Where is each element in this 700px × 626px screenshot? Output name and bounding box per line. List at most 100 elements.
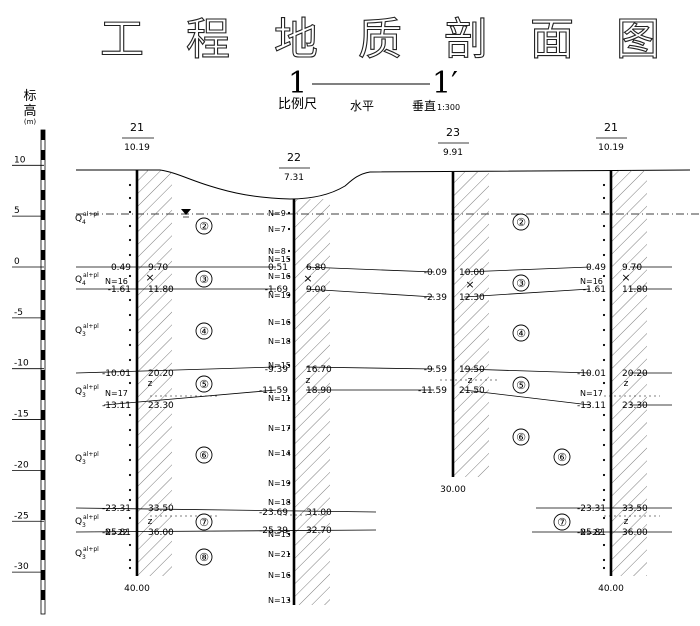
layer-depth: 23.30: [148, 401, 174, 411]
svg-text:Q: Q: [75, 214, 82, 224]
sand-symbol: z: [148, 379, 153, 389]
layer-elevation: -9.59: [424, 365, 448, 375]
boundary-line: [75, 529, 377, 533]
svg-text:al+pl: al+pl: [83, 272, 99, 279]
layer-elevation: -25.81: [577, 528, 606, 538]
layer-elevation: -11.59: [418, 386, 447, 396]
title-char-2: 程: [186, 14, 230, 65]
layer-elevation: -13.11: [102, 401, 131, 411]
axis-segment: [41, 490, 45, 500]
axis-segment: [41, 190, 45, 200]
layer-depth: 9.00: [306, 285, 326, 295]
layer-boundaries: [75, 266, 672, 533]
sample-dots: [128, 183, 606, 602]
layer-depth: 19.50: [459, 365, 485, 375]
borehole-22: 22 7.31: [279, 151, 330, 605]
axis-segment: [41, 390, 45, 400]
spt-value: N=14: [268, 449, 291, 458]
axis-segment: [41, 430, 45, 440]
borehole-2-id: 22: [287, 151, 301, 164]
boundary-line: [305, 288, 435, 298]
clay-symbol: ×: [621, 271, 630, 284]
water-level-icon: [181, 209, 191, 215]
boundary-line: [103, 389, 277, 406]
spt-value: N=16: [268, 571, 291, 580]
layer-number: ④: [516, 327, 526, 340]
scale-vertical: 垂直: [412, 99, 436, 113]
spt-value: N=18: [268, 498, 291, 507]
spt-value: N=19: [268, 479, 291, 488]
svg-text:al+pl: al+pl: [83, 451, 99, 458]
clay-symbol: ×: [145, 271, 154, 284]
layer-depth: 9.70: [148, 263, 168, 273]
sand-symbol: z: [306, 376, 311, 386]
axis-segment: [41, 470, 45, 480]
title-char-1: 工: [100, 14, 144, 65]
axis-tick-label: -5: [14, 308, 23, 318]
spt-value: N=21: [268, 550, 291, 559]
axis-segment: [41, 510, 45, 520]
borehole-4-elevation: 10.19: [598, 143, 624, 153]
layer-elevation: -10.01: [102, 369, 131, 379]
axis-segment: [41, 550, 45, 560]
borehole-2-elevation: 7.31: [284, 173, 304, 183]
layer-depth: 11.80: [622, 285, 648, 295]
axis-segment: [41, 370, 45, 380]
sand-symbol: z: [468, 376, 473, 386]
layer-depth: 36.00: [622, 528, 648, 538]
layer-elevation: 0.49: [586, 263, 606, 273]
boundary-line: [463, 368, 591, 374]
axis-segment: [41, 330, 45, 340]
svg-text:3: 3: [82, 522, 86, 529]
layer-number: ③: [199, 273, 209, 286]
layer-depth: 21.50: [459, 386, 485, 396]
sand-symbol: z: [624, 517, 629, 527]
layer-elevation: -0.09: [424, 268, 448, 278]
svg-text:Q: Q: [75, 387, 82, 397]
spt-value: N=19: [268, 291, 291, 300]
svg-text:al+pl: al+pl: [83, 384, 99, 391]
layer-elevation: -1.61: [583, 285, 606, 295]
layer-elevation: -23.31: [577, 504, 606, 514]
layer-depth: 33.50: [622, 504, 648, 514]
axis-label-char-1: 标: [23, 89, 36, 104]
boundary-line: [75, 366, 277, 374]
spt-value: N=11: [268, 394, 291, 403]
spt-values: N=16N=17N=22N=16N=17N=22N=9N=7N=8N=15N=1…: [105, 209, 603, 605]
borehole-3-id: 23: [446, 126, 460, 139]
title-char-5: 剖: [444, 14, 488, 65]
spt-value: N=17: [268, 424, 291, 433]
axis-segment: [41, 150, 45, 160]
borehole-1-hatch: [137, 170, 172, 576]
layer-number: ⑥: [557, 451, 567, 464]
spt-value: N=22: [580, 528, 603, 537]
svg-text:al+pl: al+pl: [83, 514, 99, 521]
svg-text:3: 3: [82, 554, 86, 561]
spt-value: N=16: [580, 277, 603, 286]
boundary-line: [75, 507, 377, 513]
title-char-7: 图: [616, 14, 660, 65]
clay-symbol: ×: [303, 272, 312, 285]
svg-text:Q: Q: [75, 326, 82, 336]
axis-tick-label: -15: [14, 410, 29, 420]
axis-segments: [41, 130, 45, 600]
borehole-4-id: 21: [604, 121, 618, 134]
boundary-line: [463, 266, 591, 273]
title-char-6: 面: [530, 14, 574, 65]
borehole-1-depth: 40.00: [124, 584, 150, 594]
layer-elevation: -25.39: [259, 526, 288, 536]
layer-depth: 31.00: [306, 508, 332, 518]
layer-number: ④: [199, 325, 209, 338]
axis-segment: [41, 250, 45, 260]
layer-number: ③: [516, 277, 526, 290]
scale-horizontal: 水平: [350, 99, 374, 113]
title-char-4: 质: [358, 14, 402, 65]
layer-number: ⑧: [199, 551, 209, 564]
axis-tick-label: -10: [14, 359, 29, 369]
layer-number: ⑦: [557, 516, 567, 529]
